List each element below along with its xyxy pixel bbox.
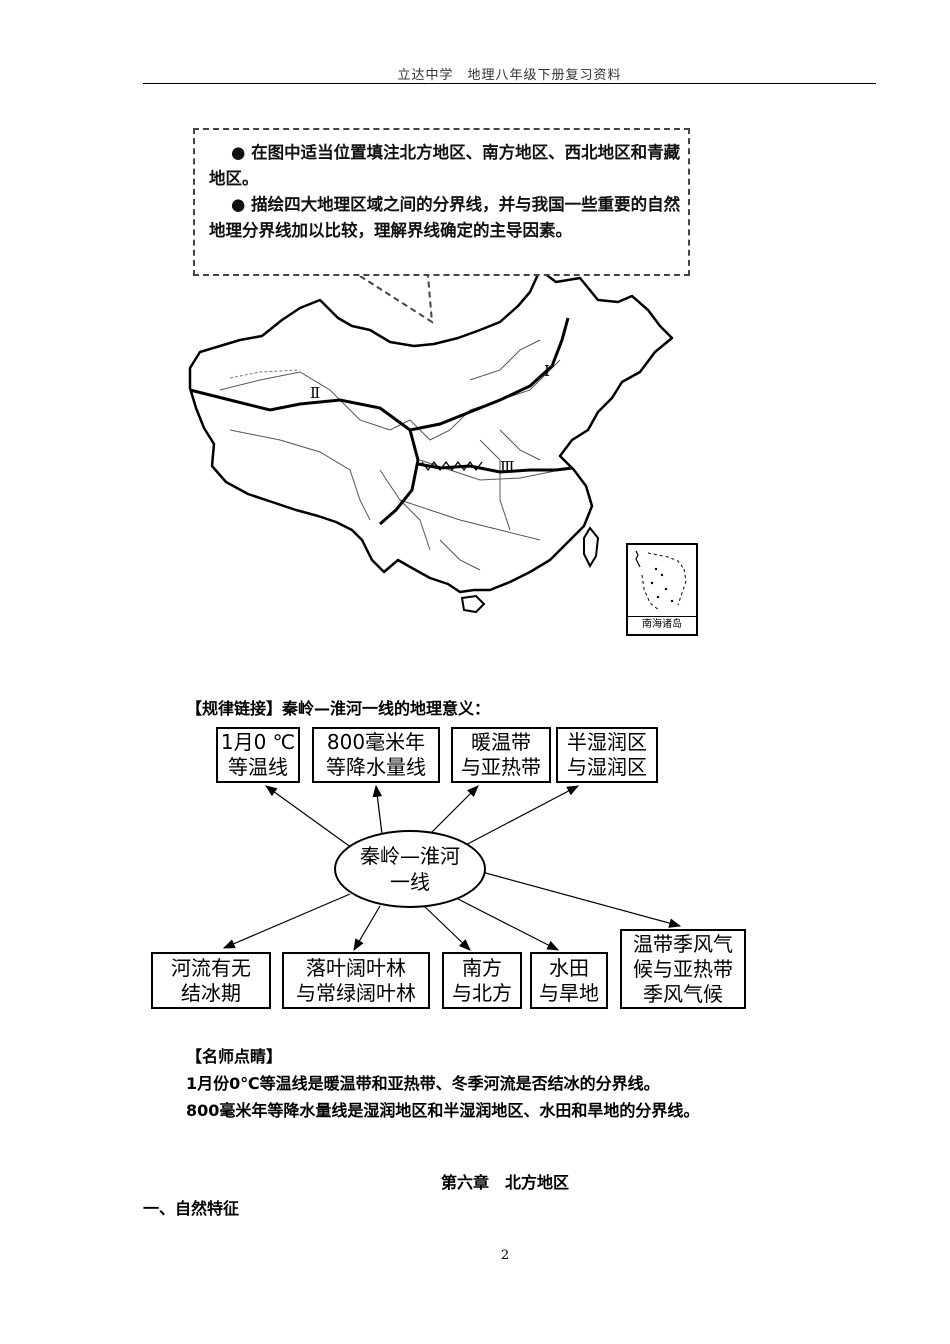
- box-800mm-isohyet: 800毫米年 等降水量线: [312, 727, 440, 783]
- header-divider: [143, 83, 876, 84]
- box-text: 等降水量线: [326, 755, 426, 779]
- box-text: 季风气候: [643, 981, 723, 1006]
- teacher-note-line-1: 1月份0℃等温线是暖温带和亚热带、冬季河流是否结冰的分界线。: [186, 1074, 660, 1093]
- box-monsoon-climate: 温带季风气 候与亚热带 季风气候: [620, 929, 746, 1009]
- teacher-note-line-2: 800毫米年等降水量线是湿润地区和半湿润地区、水田和旱地的分界线。: [186, 1101, 700, 1120]
- inset-label: 南海诸岛: [628, 616, 696, 634]
- box-text: 结冰期: [181, 980, 241, 1005]
- box-text: 等温线: [228, 755, 288, 779]
- center-text: 一线: [390, 870, 430, 894]
- box-text: 半湿润区: [567, 730, 647, 754]
- chapter-title: 第六章 北方地区: [440, 1173, 569, 1192]
- box-text: 800毫米年: [326, 730, 426, 754]
- south-sea-islands-inset: 南海诸岛: [626, 543, 698, 636]
- box-text: 水田: [549, 955, 589, 980]
- subsection-title: 一、自然特征: [143, 1199, 240, 1218]
- boundary-label-1: Ⅰ: [544, 362, 550, 380]
- box-humidity-zones: 半湿润区 与湿润区: [556, 727, 658, 783]
- law-link-title: 【规律链接】秦岭—淮河一线的地理意义：: [186, 699, 491, 718]
- map-task-callout: ● 在图中适当位置填注北方地区、南方地区、西北地区和青藏地区。 ● 描绘四大地理…: [193, 128, 690, 276]
- box-text: 温带季风气: [633, 931, 733, 956]
- box-text: 与湿润区: [567, 755, 647, 779]
- callout-bullet-1: ● 在图中适当位置填注北方地区、南方地区、西北地区和青藏地区。: [209, 143, 681, 188]
- box-text: 河流有无: [171, 955, 251, 980]
- box-south-north: 南方 与北方: [442, 952, 522, 1009]
- map-svg: [188, 268, 674, 614]
- center-text: 秦岭—淮河: [360, 844, 460, 868]
- box-jan-isotherm: 1月0 ℃ 等温线: [216, 727, 300, 783]
- box-text: 与旱地: [539, 980, 599, 1005]
- page-header: 立达中学 地理八年级下册复习资料: [397, 68, 622, 83]
- box-river-freeze: 河流有无 结冰期: [151, 952, 271, 1009]
- box-paddy-dryland: 水田 与旱地: [530, 952, 608, 1009]
- center-qinling-huaihe: 秦岭—淮河 一线: [334, 830, 486, 908]
- box-text: 1月0 ℃: [220, 730, 296, 754]
- inset-svg: [635, 550, 687, 612]
- boundary-label-2: Ⅱ: [310, 384, 321, 402]
- box-text: 与亚热带: [461, 755, 541, 779]
- box-text: 与常绿阔叶林: [296, 980, 416, 1005]
- box-text: 与北方: [452, 980, 512, 1005]
- page-number: 2: [500, 1248, 510, 1263]
- china-regions-map: Ⅰ Ⅱ Ⅲ 南海诸岛: [188, 268, 698, 636]
- box-text: 暖温带: [471, 730, 531, 754]
- box-text: 落叶阔叶林: [306, 955, 406, 980]
- boundary-label-3: Ⅲ: [500, 458, 515, 476]
- box-temperate-zones: 暖温带 与亚热带: [451, 727, 551, 783]
- box-text: 候与亚热带: [633, 956, 733, 981]
- box-text: 南方: [462, 955, 502, 980]
- callout-bullet-2: ● 描绘四大地理区域之间的分界线，并与我国一些重要的自然地理分界线加以比较，理解…: [209, 195, 681, 240]
- teacher-note-title: 【名师点睛】: [186, 1047, 283, 1066]
- box-forest-types: 落叶阔叶林 与常绿阔叶林: [282, 952, 430, 1009]
